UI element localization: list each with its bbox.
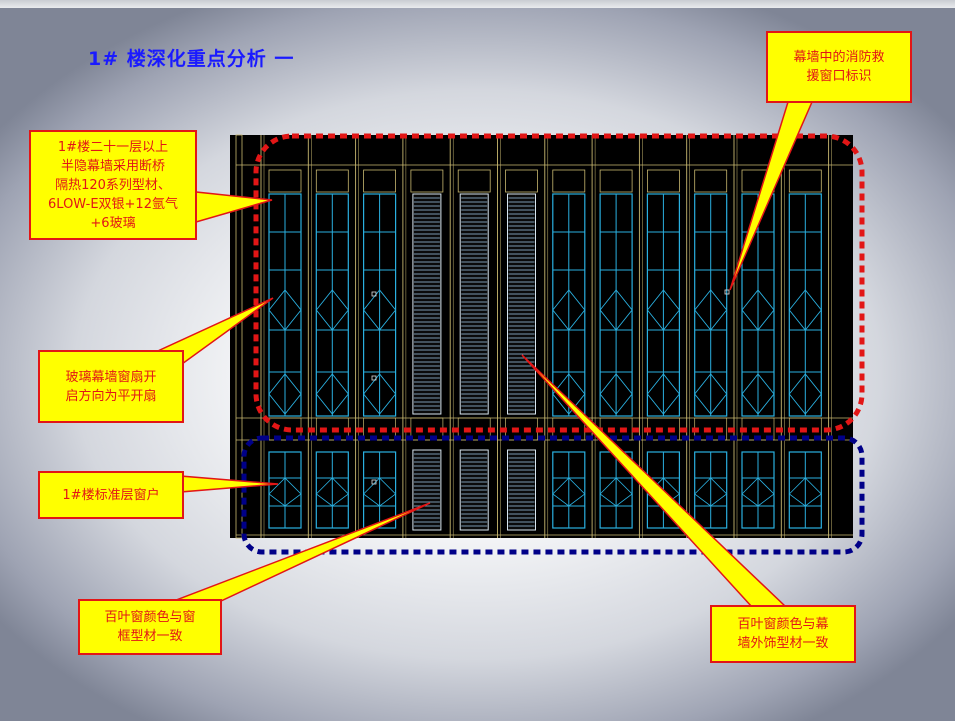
spandrel-panel: [552, 169, 586, 193]
sash-opening-mark: [268, 477, 302, 507]
sash-opening-mark: [646, 373, 680, 415]
sash-opening-mark: [363, 373, 397, 415]
spandrel-panel: [457, 169, 491, 193]
rescue-window-marker: [724, 289, 730, 295]
sash-opening-mark: [741, 477, 775, 507]
sash-opening-mark: [694, 477, 728, 507]
spandrel-panel: [505, 169, 538, 193]
upper-floor-highlight: [253, 133, 865, 433]
sash-opening-mark: [268, 373, 302, 415]
rescue-window-marker: [371, 479, 377, 485]
sash-opening-mark: [552, 289, 586, 331]
sash-opening-mark: [646, 289, 680, 331]
sash-opening-mark: [741, 373, 775, 415]
rescue-window-marker: [371, 291, 377, 297]
sash-opening-mark: [599, 477, 633, 507]
callout-louver-curtain-text: 百叶窗颜色与幕 墙外饰型材一致: [737, 617, 829, 651]
sash-opening-mark: [694, 289, 728, 331]
facade-elevation: [235, 134, 853, 539]
sash-opening-mark: [599, 289, 633, 331]
standard-floor-highlight: [241, 435, 865, 555]
louver-panel: [412, 193, 442, 415]
rescue-window-marker: [371, 375, 377, 381]
sash-opening-mark: [552, 373, 586, 415]
spandrel-panel: [315, 169, 349, 193]
callout-standard-window-text: 1#楼标准层窗户: [62, 487, 160, 503]
sash-opening-mark: [315, 477, 349, 507]
callout-pointers: [148, 101, 814, 625]
sash-opening-mark: [741, 289, 775, 331]
louver-panel: [459, 193, 489, 415]
sash-opening-mark: [552, 477, 586, 507]
sash-opening-mark: [788, 289, 822, 331]
spandrel-panel: [694, 169, 728, 193]
callout-rescue-window: 幕墙中的消防救 援窗口标识: [766, 31, 912, 103]
drawing-background: [230, 135, 853, 538]
callout-louver-frame: 百叶窗颜色与窗 框型材一致: [78, 599, 222, 655]
page-title: 1# 楼深化重点分析 一: [88, 48, 295, 70]
callout-standard-window: 1#楼标准层窗户: [38, 471, 184, 519]
sash-opening-mark: [788, 373, 822, 415]
spandrel-panel: [363, 169, 397, 193]
top-rule: [0, 0, 955, 8]
callout-rescue-window-text: 幕墙中的消防救 援窗口标识: [793, 50, 885, 84]
spandrel-panel: [599, 169, 633, 193]
spandrel-panel: [268, 169, 302, 193]
callout-louver-curtain: 百叶窗颜色与幕 墙外饰型材一致: [710, 605, 856, 663]
sash-opening-mark: [362, 477, 397, 507]
sash-opening-mark: [599, 373, 633, 415]
callout-louver-frame-text: 百叶窗颜色与窗 框型材一致: [104, 610, 196, 644]
spandrel-panel: [410, 169, 444, 193]
edge-mullion: [235, 134, 243, 539]
callout-glass-spec: 1#楼二十一层以上 半隐幕墙采用断桥 隔热120系列型材、 6LOW-E双银+1…: [29, 130, 197, 240]
callout-glass-spec-text: 1#楼二十一层以上 半隐幕墙采用断桥 隔热120系列型材、 6LOW-E双银+1…: [48, 139, 178, 231]
callout-sash-opening: 玻璃幕墙窗扇开 启方向为平开扇: [38, 350, 184, 423]
sash-opening-mark: [315, 373, 349, 415]
sash-opening-mark: [694, 373, 728, 415]
louver-panel: [507, 193, 536, 415]
sash-opening-mark: [363, 289, 397, 331]
callout-sash-opening-text: 玻璃幕墙窗扇开 启方向为平开扇: [65, 369, 157, 404]
sash-opening-mark: [788, 477, 822, 507]
sash-opening-mark: [315, 289, 349, 331]
spandrel-panel: [647, 169, 680, 193]
sash-opening-mark: [268, 289, 302, 331]
spandrel-panel: [788, 169, 822, 193]
